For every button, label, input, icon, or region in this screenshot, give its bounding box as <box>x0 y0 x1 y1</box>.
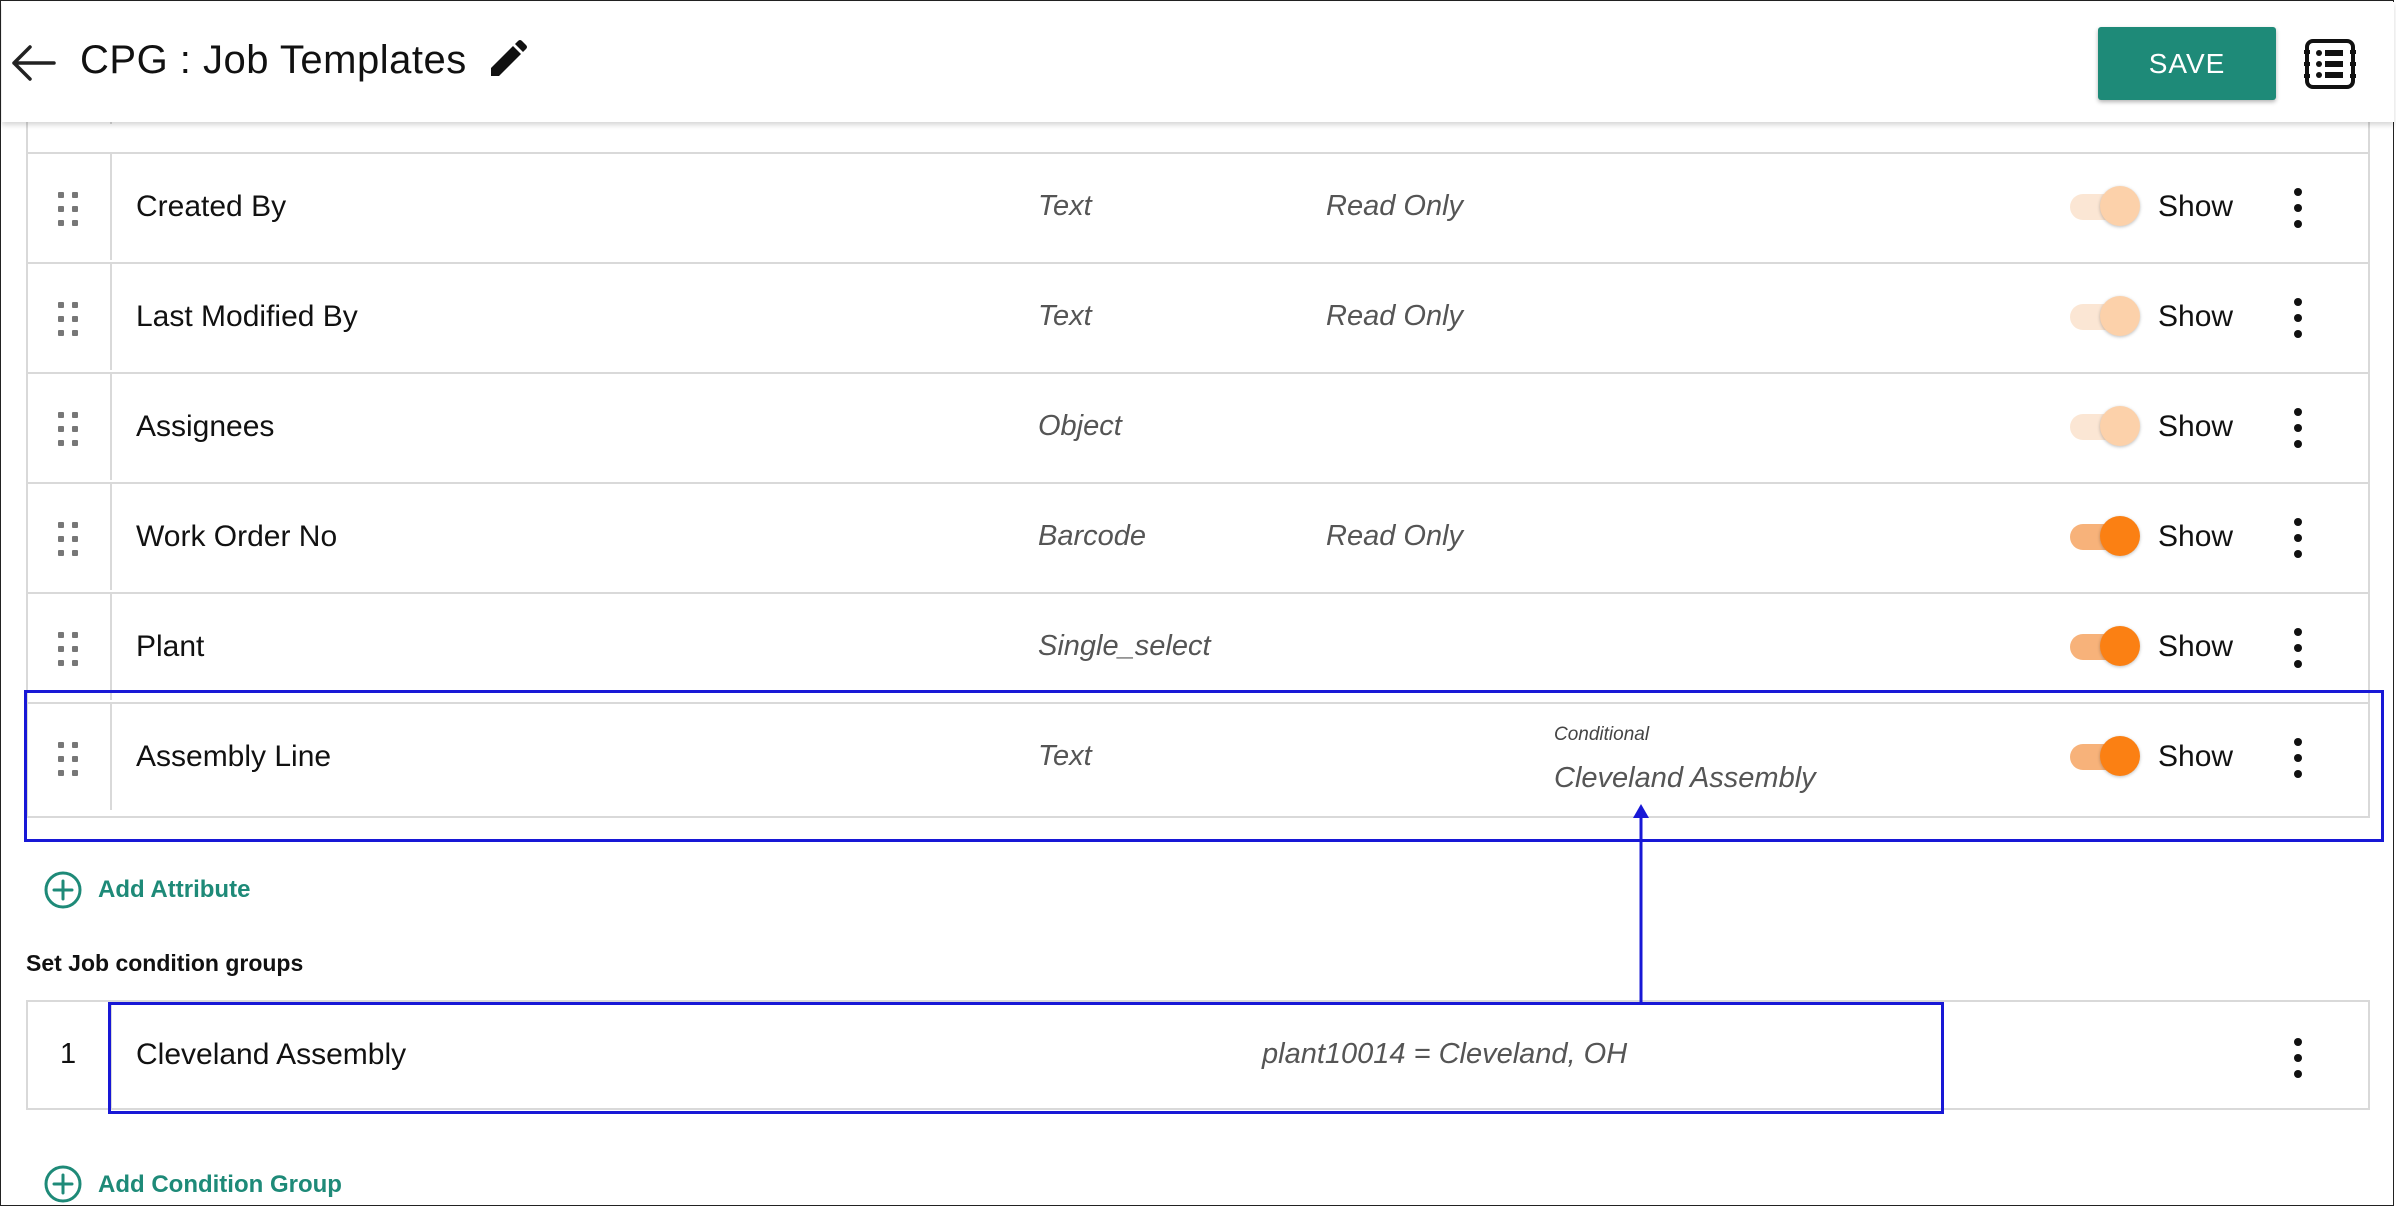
attribute-name: Last Modified By <box>136 300 358 333</box>
drag-handle-cell <box>28 704 112 810</box>
attribute-name: Created By <box>136 190 287 223</box>
drag-handle-cell <box>28 154 112 260</box>
attribute-type: Barcode <box>1038 520 1147 552</box>
attribute-type: Single_select <box>1038 630 1211 662</box>
attribute-access: Read Only <box>1326 190 1464 222</box>
table-row: Assignees Object Show <box>28 372 2368 480</box>
condition-groups-heading: Set Job condition groups <box>26 950 304 976</box>
attribute-name: Assembly Line <box>136 740 332 773</box>
table-row-assembly-line: Assembly Line Text Conditional Cleveland… <box>28 702 2368 810</box>
table-row: Last Modified By Text Read Only Show <box>28 262 2368 370</box>
attribute-type: Text <box>1038 190 1092 222</box>
visibility-label: Show <box>2158 740 2234 773</box>
more-options-icon[interactable] <box>2286 518 2310 558</box>
more-options-icon[interactable] <box>2286 628 2310 668</box>
drag-handle-icon[interactable] <box>58 632 82 668</box>
visibility-label: Show <box>2158 520 2234 553</box>
condition-group-name: Cleveland Assembly <box>136 1038 407 1071</box>
attribute-name: Work Order No <box>136 520 338 553</box>
more-options-icon[interactable] <box>2286 1038 2310 1078</box>
add-attribute-plus-icon[interactable] <box>43 870 83 910</box>
visibility-label: Show <box>2158 300 2234 333</box>
drag-handle-icon[interactable] <box>58 192 82 228</box>
attribute-name: Plant <box>136 630 205 663</box>
visibility-toggle[interactable] <box>2066 186 2142 226</box>
drag-handle-icon[interactable] <box>58 412 82 448</box>
page-title: CPG : Job Templates <box>80 38 467 82</box>
top-app-bar: CPG : Job Templates SAVE <box>2 2 2394 122</box>
more-options-icon[interactable] <box>2286 188 2310 228</box>
visibility-toggle[interactable] <box>2066 406 2142 446</box>
visibility-toggle[interactable] <box>2066 516 2142 556</box>
more-options-icon[interactable] <box>2286 298 2310 338</box>
condition-group-index: 1 <box>60 1038 77 1070</box>
visibility-toggle[interactable] <box>2066 626 2142 666</box>
table-row: Created By Text Read Only Show <box>28 152 2368 260</box>
table-row: Plant Single_select Show <box>28 592 2368 700</box>
more-options-icon[interactable] <box>2286 738 2310 778</box>
conditional-label: Conditional <box>1554 724 1650 745</box>
drag-handle-icon[interactable] <box>58 522 82 558</box>
add-condition-group-link[interactable]: Add Condition Group <box>98 1171 342 1198</box>
index-cell <box>28 1002 112 1108</box>
visibility-label: Show <box>2158 630 2234 663</box>
pencil-edit-icon[interactable] <box>487 40 527 80</box>
condition-group-rule: plant10014 = Cleveland, OH <box>1262 1038 1628 1070</box>
visibility-toggle[interactable] <box>2066 296 2142 336</box>
drag-handle-cell <box>28 594 112 700</box>
table-row: Work Order No Barcode Read Only Show <box>28 482 2368 590</box>
drag-handle-cell <box>28 484 112 590</box>
drag-handle-cell <box>28 264 112 370</box>
more-options-icon[interactable] <box>2286 408 2310 448</box>
attribute-access: Read Only <box>1326 520 1464 552</box>
attribute-access: Read Only <box>1326 300 1464 332</box>
attribute-type: Text <box>1038 740 1092 772</box>
save-button[interactable]: SAVE <box>2098 27 2276 100</box>
add-condition-group-plus-icon[interactable] <box>43 1164 83 1204</box>
list-view-icon[interactable] <box>2304 38 2356 90</box>
attributes-table: Created By Text Read Only Show Last Modi… <box>26 52 2370 818</box>
drag-handle-cell <box>28 374 112 480</box>
attribute-name: Assignees <box>136 410 275 443</box>
add-attribute-link[interactable]: Add Attribute <box>98 876 251 903</box>
back-arrow-icon[interactable] <box>8 42 58 84</box>
attribute-type: Object <box>1038 410 1122 442</box>
drag-handle-icon[interactable] <box>58 742 82 778</box>
drag-handle-icon[interactable] <box>58 302 82 338</box>
visibility-label: Show <box>2158 190 2234 223</box>
conditional-value: Cleveland Assembly <box>1554 762 1816 794</box>
visibility-label: Show <box>2158 410 2234 443</box>
visibility-toggle[interactable] <box>2066 736 2142 776</box>
condition-group-row: 1 Cleveland Assembly plant10014 = Clevel… <box>26 1000 2370 1110</box>
attribute-type: Text <box>1038 300 1092 332</box>
